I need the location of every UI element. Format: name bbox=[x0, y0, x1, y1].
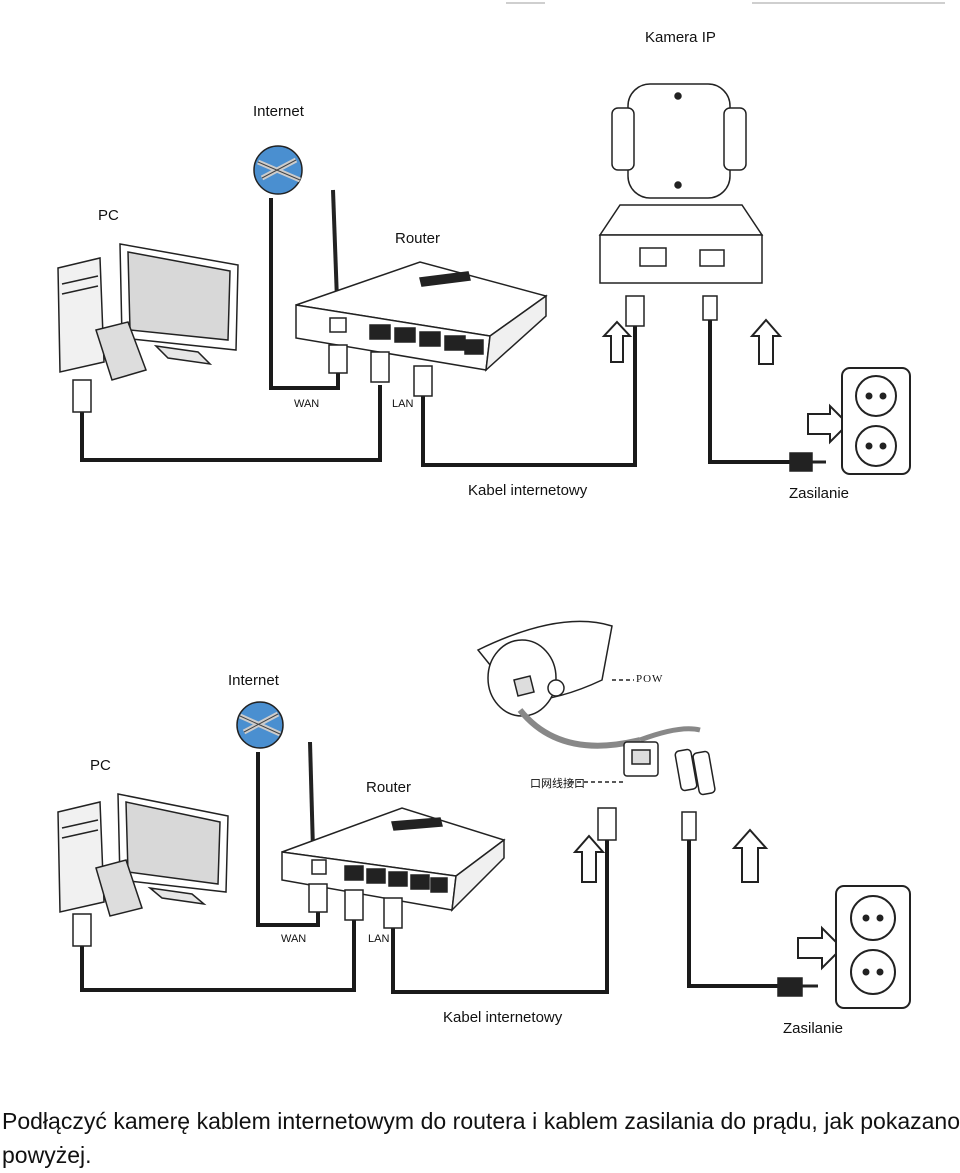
internet-globe-icon bbox=[236, 701, 284, 749]
up-arrow-icon bbox=[601, 318, 783, 365]
cable-pc-router bbox=[80, 385, 382, 462]
instruction-caption: Podłączyć kamerę kablem internetowym do … bbox=[2, 1108, 960, 1168]
power-plug-icon bbox=[681, 811, 818, 997]
cable-wan bbox=[269, 198, 340, 390]
right-arrow-icon bbox=[807, 403, 850, 445]
ip-camera-icon bbox=[598, 83, 764, 284]
label-wan: WAN bbox=[281, 933, 307, 945]
internet-globe-icon bbox=[253, 145, 303, 195]
diagram-bullet-camera bbox=[57, 620, 911, 1009]
cable-router-camera bbox=[391, 840, 609, 994]
wall-socket-icon bbox=[835, 885, 911, 1009]
router-icon bbox=[281, 741, 506, 913]
router-icon bbox=[295, 189, 548, 372]
label-power: Zasilanie bbox=[783, 1020, 844, 1037]
label-cable: Kabel internetowy bbox=[443, 1009, 563, 1026]
label-router: Router bbox=[366, 779, 412, 796]
label-pc: PC bbox=[90, 757, 111, 774]
rj45-plug-icon bbox=[72, 807, 617, 947]
rj45-plug-icon bbox=[72, 295, 645, 413]
cable-power bbox=[708, 315, 790, 464]
cables bbox=[80, 198, 790, 467]
cable-power bbox=[687, 840, 778, 988]
cable-router-camera bbox=[421, 320, 637, 467]
right-arrow-icon bbox=[797, 925, 844, 971]
diagram-pan-tilt-camera bbox=[57, 2, 945, 475]
cable-wan bbox=[256, 752, 320, 927]
cables bbox=[80, 752, 778, 994]
label-internet: Internet bbox=[253, 103, 304, 120]
label-poe-marking: POW bbox=[636, 673, 664, 685]
pc-icon bbox=[57, 793, 229, 917]
label-port-marking: 口网线接口 bbox=[530, 778, 585, 790]
label-lan: LAN bbox=[392, 398, 414, 410]
label-router: Router bbox=[395, 230, 441, 247]
power-plug-icon bbox=[702, 295, 826, 472]
label-pc: PC bbox=[98, 207, 119, 224]
bullet-camera-icon bbox=[476, 620, 716, 796]
label-camera: Kamera IP bbox=[645, 29, 716, 46]
pc-icon bbox=[57, 243, 239, 381]
wall-socket-icon bbox=[841, 367, 911, 475]
label-internet: Internet bbox=[228, 672, 279, 689]
label-cable: Kabel internetowy bbox=[468, 482, 588, 499]
cable-pc-router bbox=[80, 920, 356, 992]
label-wan: WAN bbox=[294, 398, 320, 410]
up-arrow-icon bbox=[572, 828, 769, 883]
label-lan: LAN bbox=[368, 933, 390, 945]
label-power: Zasilanie bbox=[789, 485, 850, 502]
